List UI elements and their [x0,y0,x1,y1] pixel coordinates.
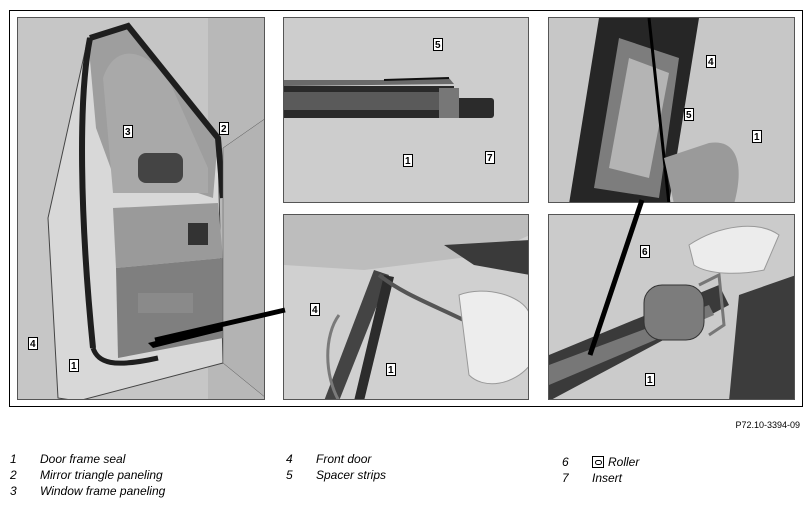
legend-label-with-icon: Roller [592,455,639,469]
legend-item: 6 Roller [562,455,802,471]
callout-5: 5 [684,108,694,121]
legend-column-2: 4 Front door 5 Spacer strips [286,452,526,484]
legend-number: 4 [286,452,293,466]
legend-label: Spacer strips [316,468,387,482]
legend-item: 7 Insert [562,471,802,487]
callout-1: 1 [386,363,396,376]
legend-item: 5 Spacer strips [286,468,526,484]
callout-4: 4 [28,337,38,350]
legend-number: 2 [10,468,17,482]
legend-label: Window frame paneling [40,484,166,498]
callout-4: 4 [310,303,320,316]
callout-6: 6 [640,245,650,258]
legend-label: Roller [608,455,640,469]
legend-number: 7 [562,471,569,485]
callout-4: 4 [706,55,716,68]
legend-label: Insert [592,471,623,485]
door-overview-illustration: 3 2 4 1 [17,17,265,400]
legend-label: Front door [316,452,372,466]
callout-3: 3 [123,125,133,138]
callout-1: 1 [69,359,79,372]
callout-5: 5 [433,38,443,51]
callout-7: 7 [485,151,495,164]
seal-insert-detail-illustration: 5 1 7 [283,17,529,203]
callout-2: 2 [219,122,229,135]
legend-item: 1 Door frame seal [10,452,250,468]
tool-icon [592,456,604,468]
callout-1: 1 [752,130,762,143]
callout-1: 1 [645,373,655,386]
legend-number: 5 [286,468,293,482]
legend-number: 3 [10,484,17,498]
mirror-triangle-detail-illustration: 4 5 1 [548,17,795,203]
legend-column-3: 6 Roller 7 Insert [562,455,802,487]
legend-number: 1 [10,452,17,466]
legend-item: 4 Front door [286,452,526,468]
roller-detail-illustration: 6 1 [548,214,795,400]
legend-column-1: 1 Door frame seal 2 Mirror triangle pane… [10,452,250,500]
legend-item: 2 Mirror triangle paneling [10,468,250,484]
legend-item: 3 Window frame paneling [10,484,250,500]
legend-number: 6 [562,455,569,469]
strip-removal-illustration: 4 1 [283,214,529,400]
legend-label: Door frame seal [40,452,126,466]
legend-label: Mirror triangle paneling [40,468,163,482]
callout-1: 1 [403,154,413,167]
figure-id: P72.10-3394-09 [735,420,800,430]
